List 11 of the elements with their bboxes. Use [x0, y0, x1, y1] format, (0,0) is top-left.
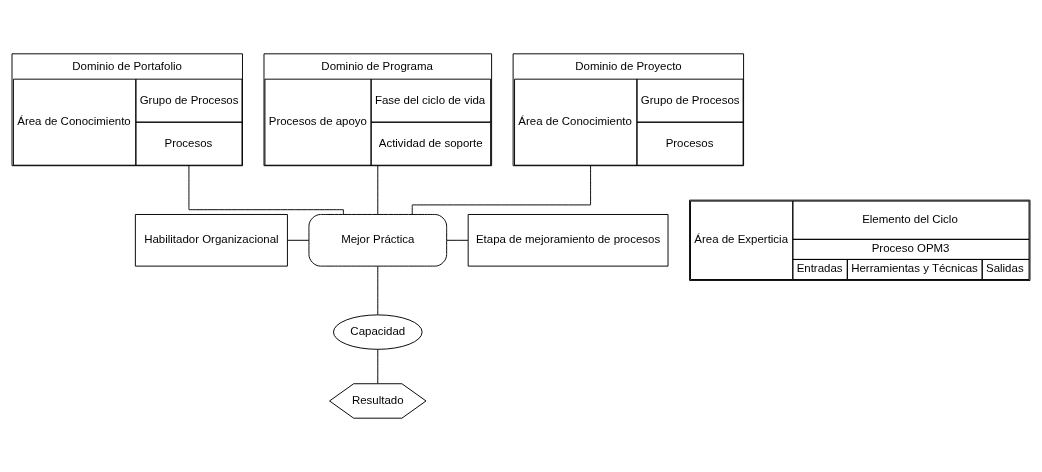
- connector: [377, 265, 379, 316]
- node-ellipse: Capacidad: [333, 314, 423, 350]
- connector: [377, 349, 379, 384]
- connector: [446, 239, 469, 241]
- connector: [287, 239, 310, 241]
- connector: [377, 165, 379, 215]
- node-box: Habilitador Organizacional: [134, 214, 288, 267]
- connector: [188, 165, 344, 215]
- node-box: Etapa de mejoramiento de procesos: [467, 214, 669, 267]
- connector: [411, 165, 592, 215]
- node-box: Mejor Práctica: [308, 214, 448, 267]
